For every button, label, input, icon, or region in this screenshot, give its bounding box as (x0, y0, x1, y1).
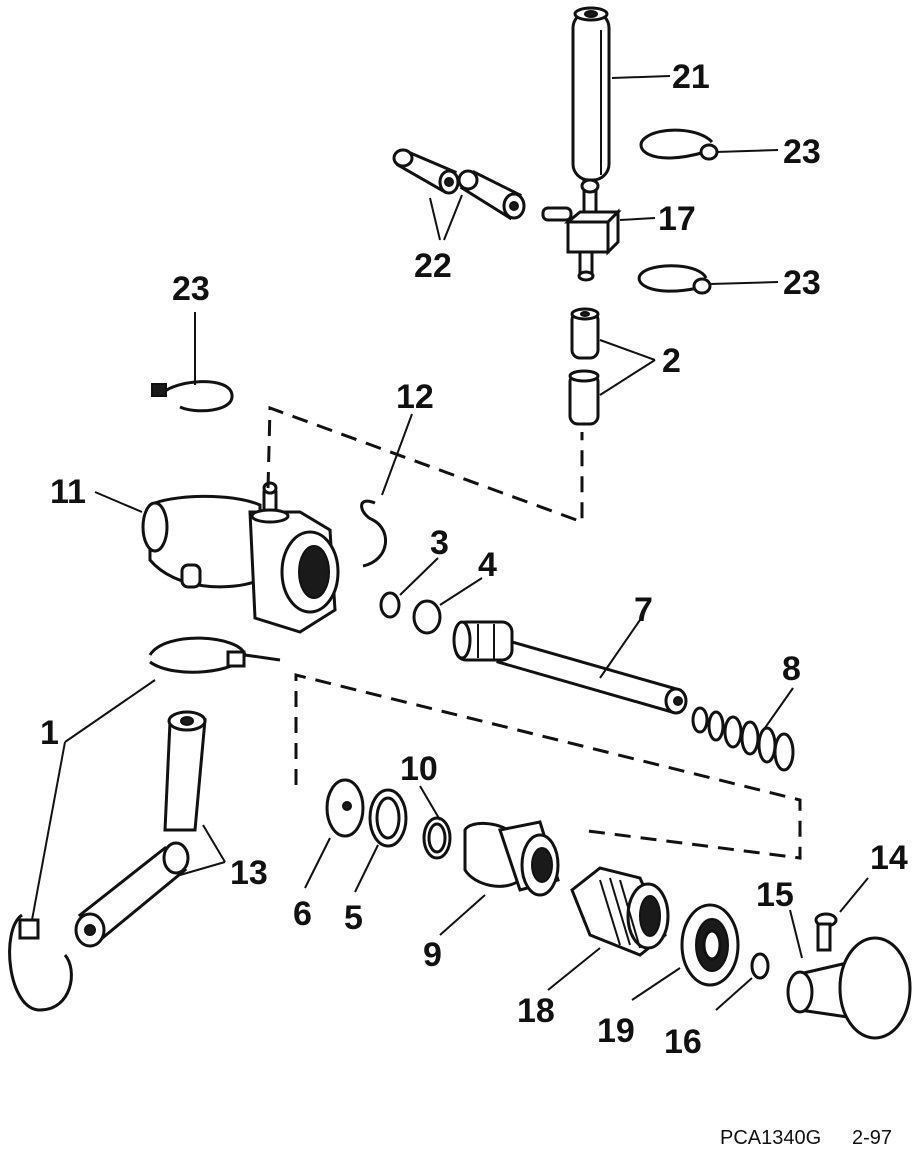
callout-6: 6 (293, 895, 312, 933)
part-23-clamp-left (151, 380, 234, 413)
figure-date: 2-97 (852, 1127, 892, 1149)
part-19-nut (680, 903, 740, 987)
part-10-ring (422, 816, 452, 860)
callout-18: 18 (517, 992, 555, 1030)
callout-23-top: 23 (783, 133, 821, 171)
callout-14: 14 (870, 839, 908, 877)
callout-9: 9 (423, 936, 442, 974)
part-11-body (141, 481, 340, 634)
part-1-clamp-upper (148, 636, 281, 674)
leader-lines (31, 75, 869, 1011)
part-1-clamp-lower (8, 913, 73, 1012)
callout-19: 19 (597, 1012, 635, 1050)
callout-8: 8 (782, 650, 801, 688)
callout-12: 12 (396, 378, 434, 416)
part-2-hoses (568, 307, 600, 426)
callout-7: 7 (634, 591, 653, 629)
callout-13: 13 (230, 854, 268, 892)
callout-15: 15 (756, 876, 794, 914)
part-12-snap-ring (360, 499, 388, 568)
part-14-screw (814, 912, 838, 952)
part-23-clamp-top-right (639, 128, 719, 161)
part-17-tee-fitting (541, 178, 622, 282)
callout-23-mid: 23 (783, 264, 821, 302)
callout-2: 2 (662, 342, 681, 380)
part-3-o-ring (379, 591, 401, 619)
part-13-hose-diagonal (74, 841, 190, 948)
part-18-fitting (570, 866, 670, 957)
callout-22: 22 (414, 247, 452, 285)
assembly-dashed-lines (266, 405, 802, 860)
part-22-hoses (392, 148, 526, 221)
part-15-knob (786, 936, 912, 1040)
part-16-ring (750, 952, 770, 980)
callout-21: 21 (672, 58, 710, 96)
part-6-washer (325, 778, 365, 838)
callout-17: 17 (658, 200, 696, 238)
callout-10: 10 (400, 750, 438, 788)
part-13-hose-vertical (163, 710, 207, 832)
callout-23-left: 23 (172, 270, 210, 308)
figure-code: PCA1340G (720, 1127, 821, 1149)
callout-11: 11 (50, 473, 86, 511)
callout-1: 1 (40, 714, 59, 752)
part-5-ring (368, 788, 408, 848)
part-23-clamp-mid-right (637, 264, 712, 295)
callout-4: 4 (478, 546, 497, 584)
part-4-o-ring (412, 599, 442, 635)
part-21-tube (571, 6, 611, 182)
callout-5: 5 (344, 899, 363, 937)
callout-3: 3 (430, 524, 449, 562)
part-8-spring (691, 706, 795, 772)
part-7-shaft (452, 620, 688, 715)
part-9-bushing (463, 820, 560, 897)
callout-16: 16 (664, 1023, 702, 1061)
